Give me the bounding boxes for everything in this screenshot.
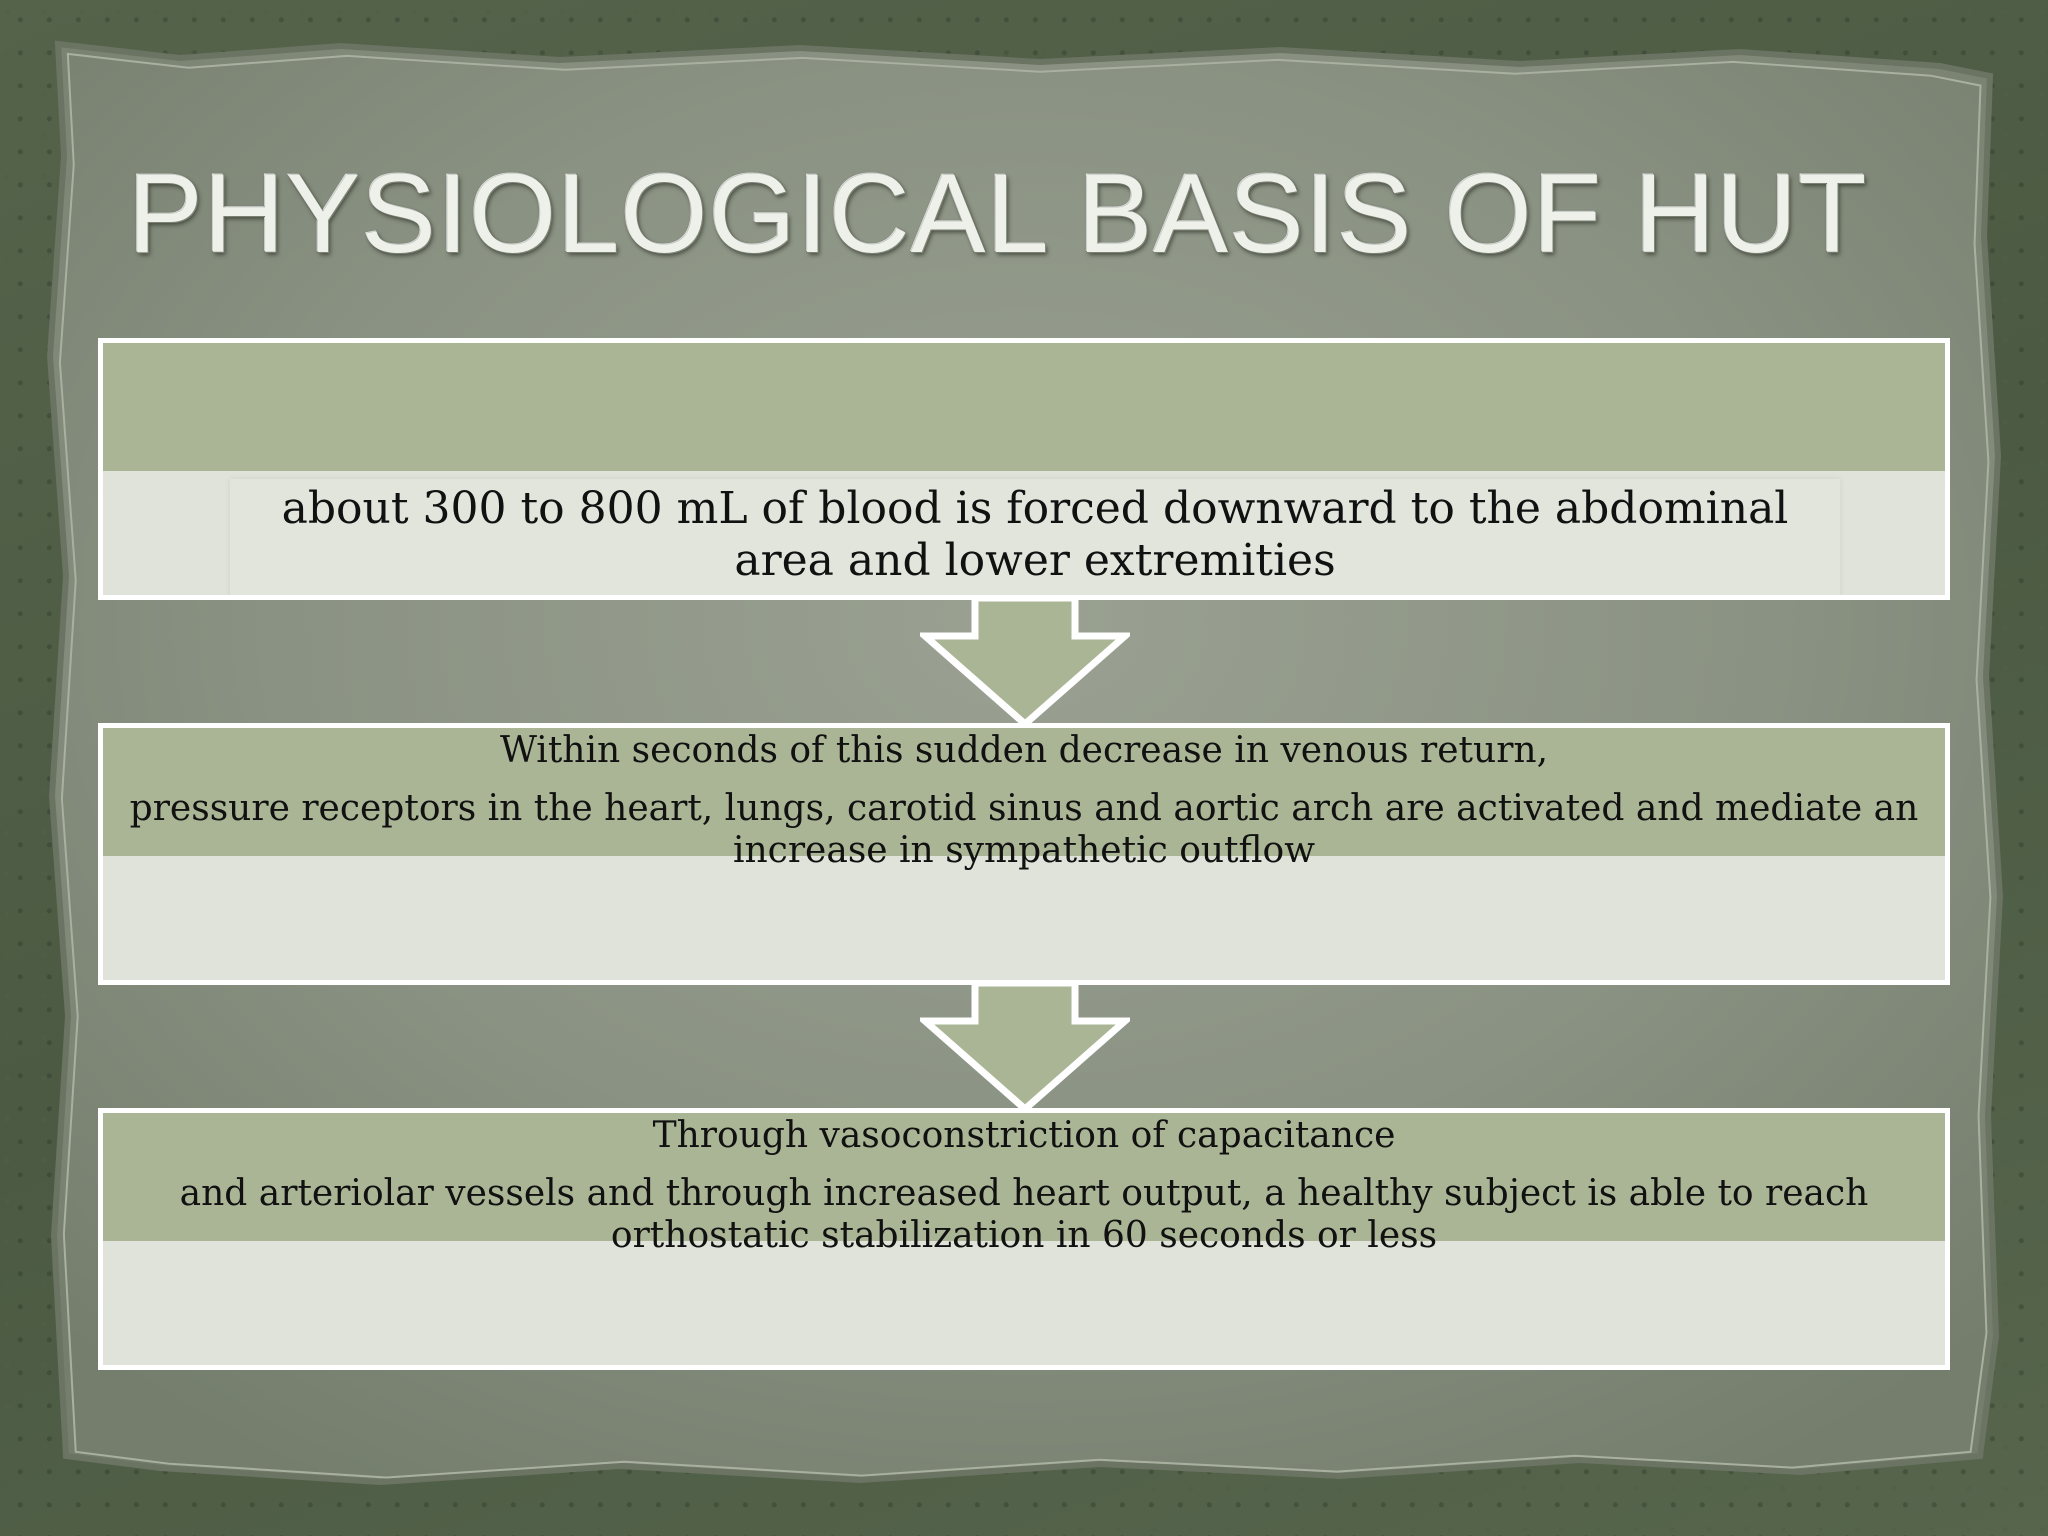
step-band	[103, 343, 1945, 471]
step-text: Through vasoconstriction of capacitance …	[103, 1115, 1945, 1257]
step-band	[103, 1113, 1945, 1241]
step-text-panel	[230, 479, 1840, 595]
down-arrow-icon	[920, 598, 1130, 728]
step-text: about 300 to 800 mL of blood is forced d…	[281, 483, 1789, 586]
step-text-line-2: pressure receptors in the heart, lungs, …	[129, 788, 1919, 871]
step-text-line-2: and arteriolar vessels and through incre…	[179, 1173, 1869, 1256]
slide-title: PHYSIOLOGICAL BASIS OF HUT	[128, 151, 1868, 276]
step-text-line-1: Through vasoconstriction of capacitance	[652, 1115, 1396, 1156]
step-box-2: Within seconds of this sudden decrease i…	[98, 723, 1950, 985]
step-text-line-1: Within seconds of this sudden decrease i…	[499, 730, 1549, 771]
down-arrow-icon	[920, 983, 1130, 1113]
step-box-1: about 300 to 800 mL of blood is forced d…	[98, 338, 1950, 600]
step-box-3: Through vasoconstriction of capacitance …	[98, 1108, 1950, 1370]
step-band	[103, 728, 1945, 856]
step-text: Within seconds of this sudden decrease i…	[103, 730, 1945, 872]
